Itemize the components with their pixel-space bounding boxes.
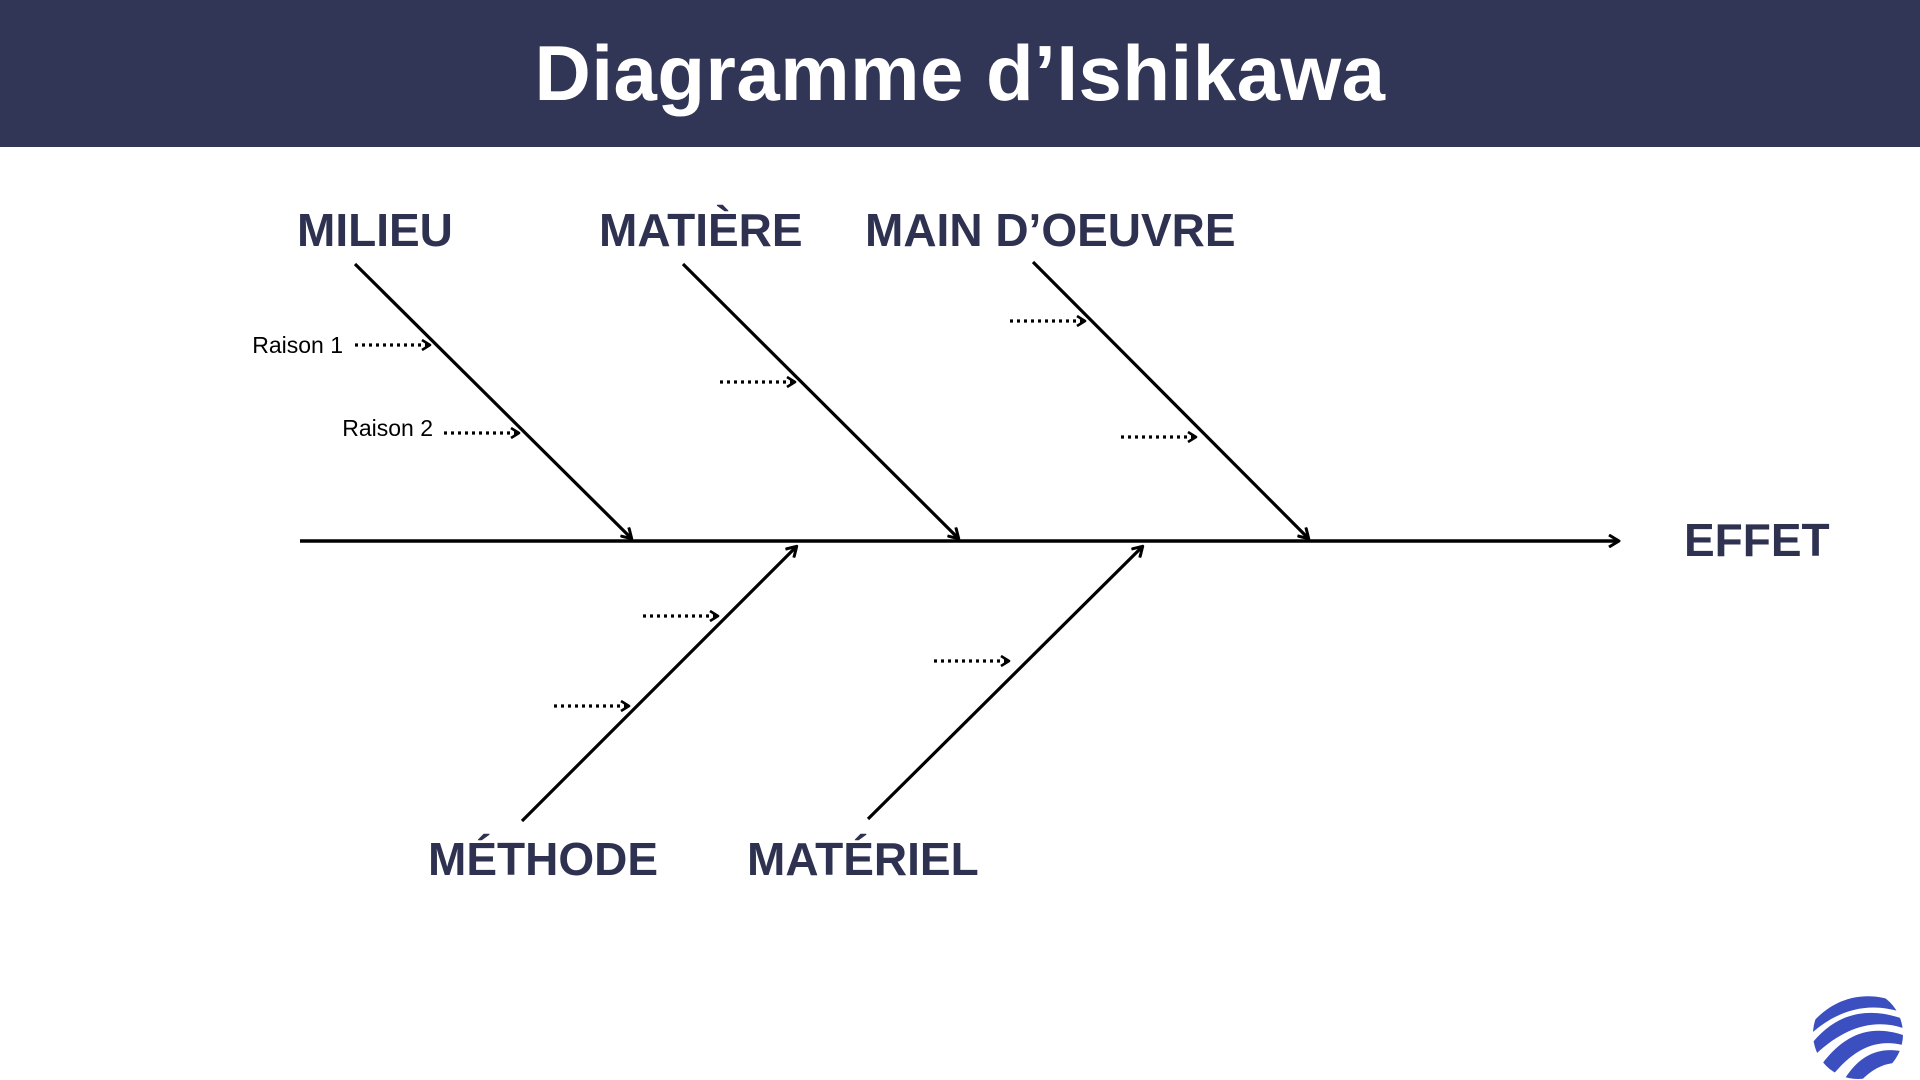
header-bar: Diagramme d’Ishikawa <box>0 0 1920 147</box>
bone-milieu <box>353 262 631 538</box>
category-label-milieu: MILIEU <box>297 204 453 256</box>
category-label-main-oeuvre: MAIN D’OEUVRE <box>865 204 1236 256</box>
reason-label: Raison 1 <box>252 332 343 358</box>
company-logo-icon <box>1813 996 1903 1079</box>
effect-label: EFFET <box>1684 514 1830 566</box>
bone-methode <box>520 547 796 823</box>
category-label-materiel: MATÉRIEL <box>747 833 979 885</box>
category-label-methode: MÉTHODE <box>428 833 658 885</box>
bone-main-oeuvre <box>1031 260 1308 538</box>
bone-matiere <box>681 262 958 538</box>
reason-label: Raison 2 <box>342 415 433 441</box>
category-label-matiere: MATIÈRE <box>599 204 803 256</box>
page-title: Diagramme d’Ishikawa <box>534 29 1386 117</box>
bone-materiel <box>866 547 1142 821</box>
